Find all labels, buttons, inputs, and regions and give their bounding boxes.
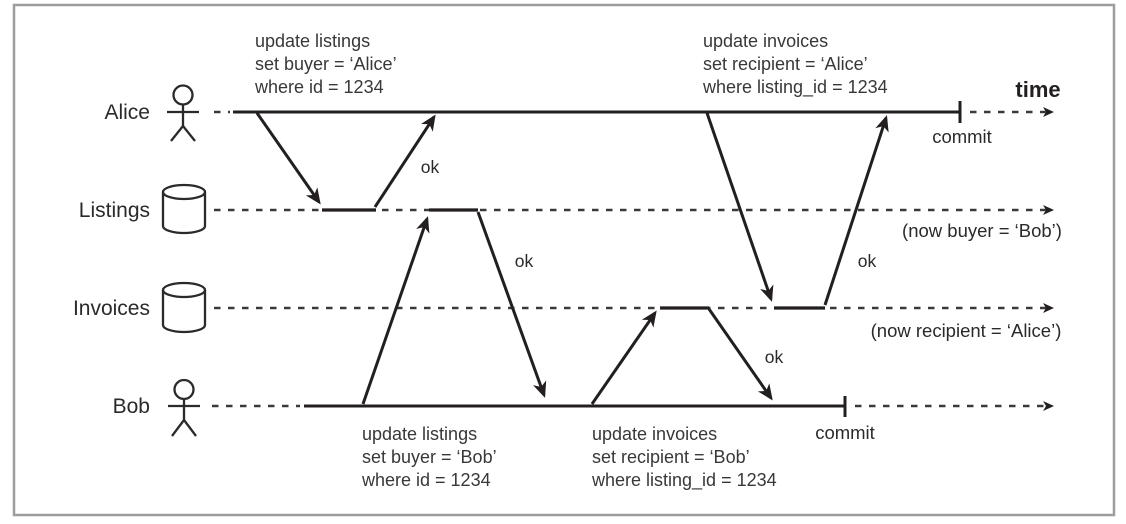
invoices-state-note: (now recipient = ‘Alice’) — [871, 320, 1062, 341]
alice-update-invoices-ok-arrow — [823, 115, 889, 306]
bob-update-listings-request-arrow — [361, 216, 430, 405]
lane-label-bob: Bob — [113, 395, 150, 418]
bob-commit-label: commit — [815, 422, 875, 443]
alice-update-invoices-query-line2: set recipient = ‘Alice’ — [703, 54, 868, 74]
alice-update-listings-request-arrow — [255, 112, 321, 205]
lane-label-alice: Alice — [104, 101, 150, 124]
alice-update-invoices-query-line1: update invoices — [703, 31, 828, 51]
bob-update-listings-query-line2: set buyer = ‘Bob’ — [362, 447, 497, 467]
database-cylinder-icon — [161, 281, 207, 334]
bob-listings-ok-label: ok — [515, 251, 534, 271]
bob-invoices-ok-label: ok — [765, 347, 784, 367]
listings-state-note: (now buyer = ‘Bob’) — [902, 220, 1062, 241]
alice-update-listings-query-line3: where id = 1234 — [254, 77, 384, 97]
alice-update-invoices-query-line3: where listing_id = 1234 — [702, 77, 888, 98]
alice-update-listings-ok-arrow — [373, 114, 436, 208]
alice-invoices-ok-label: ok — [858, 251, 877, 271]
bob-update-invoices-query-line3: where listing_id = 1234 — [591, 470, 777, 491]
bob-update-listings-query-line1: update listings — [362, 424, 477, 444]
alice-update-listings-query-line1: update listings — [255, 31, 370, 51]
bob-update-invoices-query-line1: update invoices — [592, 424, 717, 444]
lane-label-invoices: Invoices — [73, 297, 150, 320]
actor-icon — [167, 84, 199, 142]
bob-update-invoices-ok-arrow — [707, 308, 773, 401]
bob-update-listings-query-line3: where id = 1234 — [361, 470, 491, 490]
alice-update-invoices-request-arrow — [705, 112, 774, 302]
actor-icon — [168, 378, 200, 437]
bob-update-invoices-request-arrow — [590, 310, 657, 405]
bob-update-listings-ok-arrow — [476, 211, 547, 398]
alice-commit-label: commit — [932, 126, 992, 147]
lane-label-listings: Listings — [79, 199, 150, 222]
bob-update-invoices-query-line2: set recipient = ‘Bob’ — [592, 447, 750, 467]
database-cylinder-icon — [161, 183, 207, 235]
alice-update-listings-query-line2: set buyer = ‘Alice’ — [255, 54, 397, 74]
figure-frame — [12, 3, 1116, 517]
alice-listings-ok-label: ok — [421, 157, 440, 177]
time-axis-label: time — [1015, 77, 1060, 102]
